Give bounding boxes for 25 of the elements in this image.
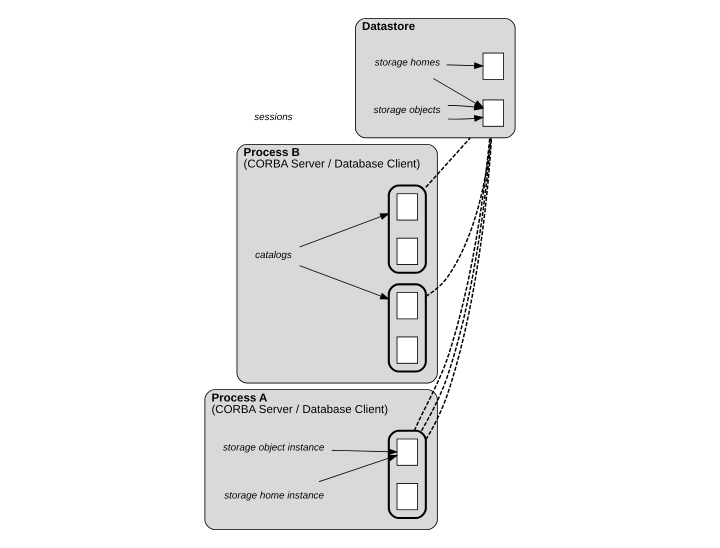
node-box (396, 238, 418, 265)
node-box (396, 483, 418, 510)
node-text: storage homes (374, 57, 440, 68)
arrow (331, 448, 398, 456)
arrow (446, 62, 484, 70)
node-box (396, 438, 418, 466)
node-text: storage home instance (224, 490, 324, 502)
label: sessions (254, 112, 293, 123)
arrow (318, 454, 398, 482)
node-text: catalogs (255, 250, 292, 262)
cluster (388, 283, 427, 373)
arrow (447, 104, 484, 110)
connector (425, 138, 492, 298)
node-box (482, 52, 504, 80)
cluster (388, 184, 427, 274)
node-box (396, 292, 418, 320)
node-box (396, 336, 418, 364)
arrow (299, 213, 390, 248)
node-text: storage object instance (222, 442, 324, 454)
arrow (299, 265, 390, 300)
node-box (482, 100, 504, 127)
node-box (396, 193, 418, 220)
connector (425, 137, 471, 188)
arrow (447, 115, 484, 122)
node-text: storage objects (374, 105, 440, 116)
